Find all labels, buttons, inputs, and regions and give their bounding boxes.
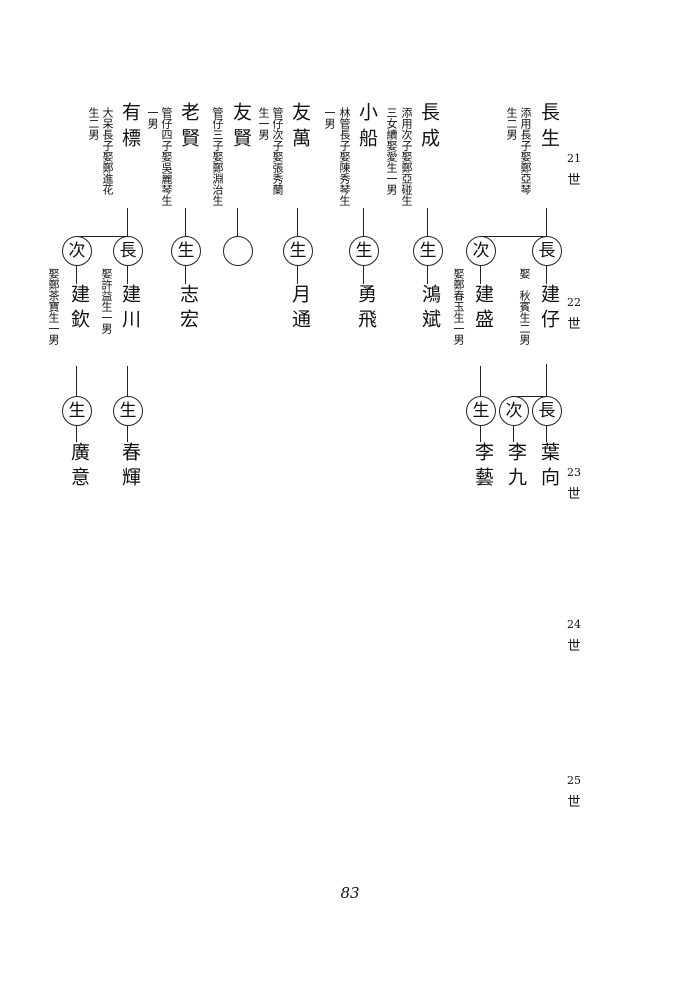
member-name: 春輝 (119, 442, 141, 492)
lineage-line (546, 364, 548, 396)
generation-marker-22: 22 世 (562, 296, 586, 332)
generation-marker-23: 23 世 (562, 466, 586, 502)
member-note: 娶鄭茶寶生一男 (47, 268, 60, 345)
member-note: 管仔三子娶鄭淵治生 (211, 107, 224, 206)
member-note: 三女續娶愛生一男 (385, 107, 398, 195)
member-name: 友賢 (230, 102, 252, 154)
member-note: 娶 秋賓生二男 (518, 268, 531, 345)
lineage-line (363, 266, 365, 284)
second-son-badge: 次 (499, 396, 529, 426)
lineage-line (480, 366, 482, 398)
member-name: 建川 (119, 284, 141, 334)
member-name: 建盛 (472, 284, 494, 334)
lineage-line (427, 208, 429, 236)
lineage-line (76, 426, 78, 442)
son-badge: 生 (413, 236, 443, 266)
member-note: 林管長子娶陳秀琴生 (338, 107, 351, 206)
son-badge: 生 (283, 236, 313, 266)
member-name: 長生 (538, 102, 560, 154)
lineage-line (127, 208, 129, 236)
member-note: 添用長子娶鄭亞琴 (519, 107, 532, 195)
son-badge: 生 (349, 236, 379, 266)
eldest-son-badge: 長 (532, 236, 562, 266)
member-note: 娶鄭春玉生一男 (452, 268, 465, 345)
member-name: 廣意 (68, 442, 90, 492)
lineage-line (185, 208, 187, 236)
member-name: 月通 (289, 284, 311, 334)
generation-marker-21: 21 世 (562, 152, 586, 188)
lineage-line (513, 426, 515, 442)
generation-number: 24 (567, 618, 581, 631)
lineage-line (297, 208, 299, 236)
son-badge: 生 (171, 236, 201, 266)
member-name: 友萬 (289, 102, 311, 154)
page-number: 83 (340, 884, 360, 902)
member-name: 志宏 (177, 284, 199, 334)
lineage-line (363, 208, 365, 236)
member-name: 老賢 (178, 102, 200, 154)
eldest-son-badge: 長 (532, 396, 562, 426)
member-name: 葉向 (538, 442, 560, 492)
lineage-line (546, 426, 548, 442)
generation-label: 世 (567, 173, 581, 188)
generation-label: 世 (567, 639, 581, 654)
generation-label: 世 (567, 317, 581, 332)
lineage-line (76, 366, 78, 398)
member-name: 小船 (356, 102, 378, 154)
lineage-line (480, 266, 482, 284)
member-note: 生二男 (505, 107, 518, 140)
generation-label: 世 (567, 795, 581, 810)
lineage-line (127, 266, 129, 284)
empty-badge (223, 236, 253, 266)
generation-label: 世 (567, 487, 581, 502)
member-name: 長成 (418, 102, 440, 154)
lineage-line (127, 366, 129, 398)
member-name: 建仔 (538, 284, 560, 334)
generation-marker-25: 25 世 (562, 774, 586, 810)
eldest-son-badge: 長 (113, 236, 143, 266)
lineage-line (546, 266, 548, 284)
lineage-line (427, 266, 429, 284)
generation-number: 25 (567, 774, 581, 787)
member-note: 管仔次子娶張秀蘭 (271, 107, 284, 195)
lineage-line (76, 266, 78, 284)
lineage-line (127, 426, 129, 442)
generation-number: 22 (567, 296, 581, 309)
member-note: 生二男 (87, 107, 100, 140)
member-note: 一男 (323, 107, 336, 129)
lineage-branch (480, 236, 547, 238)
lineage-line (546, 208, 548, 236)
member-note: 生一男 (257, 107, 270, 140)
generation-number: 23 (567, 466, 581, 479)
generation-number: 21 (567, 152, 581, 165)
son-badge: 生 (113, 396, 143, 426)
lineage-line (185, 266, 187, 284)
second-son-badge: 次 (62, 236, 92, 266)
lineage-branch (513, 396, 547, 398)
member-note: 娶許益生一男 (100, 268, 113, 334)
lineage-line (237, 208, 239, 236)
son-badge: 生 (62, 396, 92, 426)
member-note: 一男 (146, 107, 159, 129)
member-name: 鴻斌 (419, 284, 441, 334)
son-badge: 生 (466, 396, 496, 426)
member-name: 有標 (119, 102, 141, 154)
generation-marker-24: 24 世 (562, 618, 586, 654)
member-name: 建欽 (68, 284, 90, 334)
member-note: 大呆長子娶鄭進花 (101, 107, 114, 195)
lineage-line (297, 266, 299, 284)
lineage-line (480, 426, 482, 442)
member-name: 李藝 (472, 442, 494, 492)
member-name: 李九 (505, 442, 527, 492)
member-note: 添用次子娶鄭亞碰生 (400, 107, 413, 206)
second-son-badge: 次 (466, 236, 496, 266)
member-name: 勇飛 (355, 284, 377, 334)
member-note: 管仔四子娶吳麗琴生 (160, 107, 173, 206)
lineage-branch (76, 236, 128, 238)
